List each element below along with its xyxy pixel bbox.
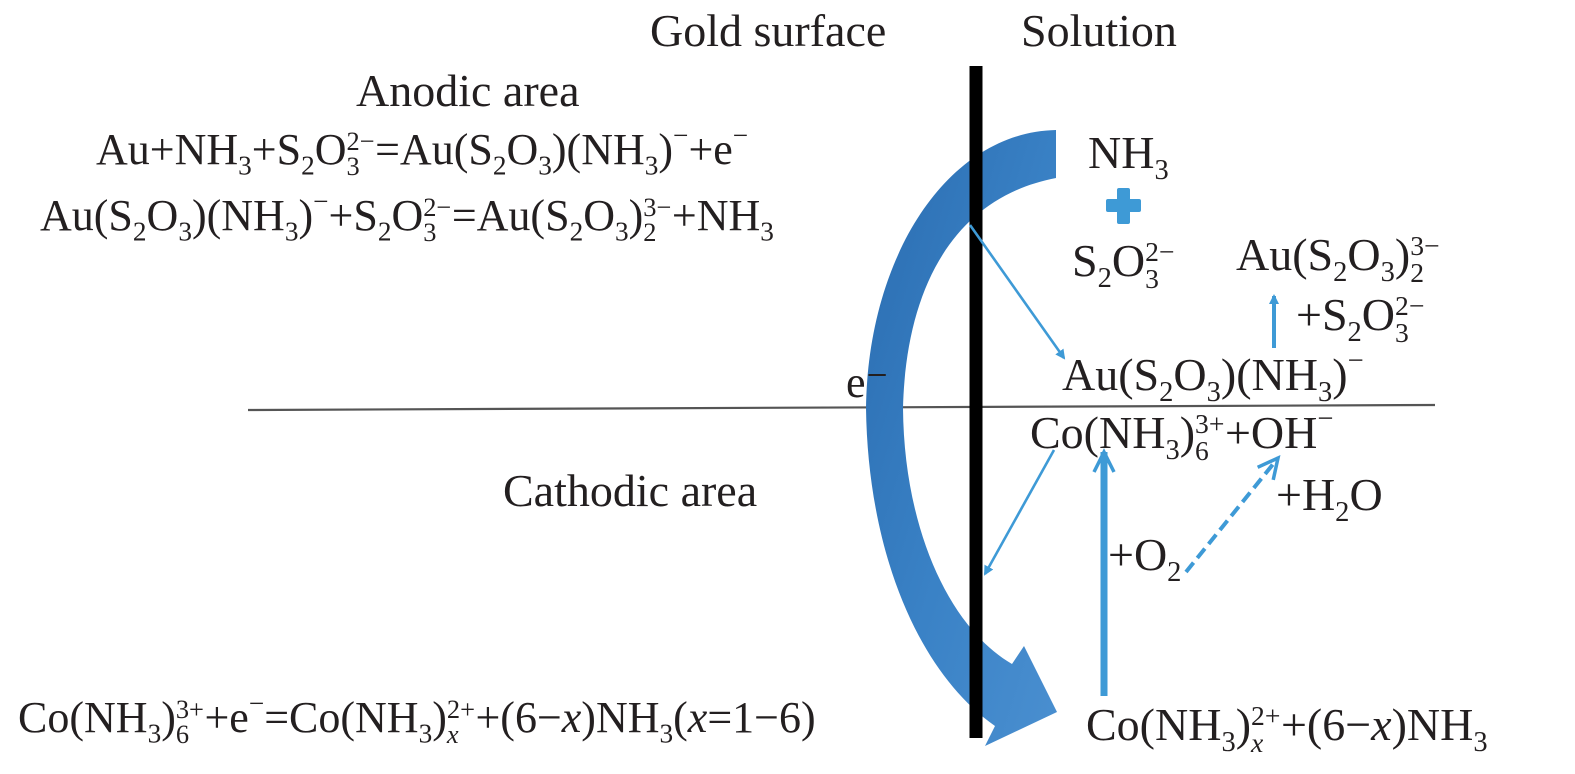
gold-surface-header: Gold surface <box>650 5 887 56</box>
arrow-oxygen-dashed <box>1184 454 1281 574</box>
area-divider-line <box>247 403 1436 412</box>
plus-icon <box>1106 188 1141 224</box>
anodic-area-label: Anodic area <box>356 65 580 116</box>
gold-intermediate: Au(S2O3)(NH3)− <box>1062 345 1364 408</box>
cathodic-area-label: Cathodic area <box>503 465 758 516</box>
arrow-to-gold-intermediate <box>968 224 1066 360</box>
electron-flow-arrow <box>866 130 1057 746</box>
solution-header: Solution <box>1021 5 1177 56</box>
plus-water: +H2O <box>1276 469 1383 528</box>
cobalt-hydroxide: Co(NH3)3+6+OH− <box>1030 403 1334 466</box>
cobalt-reduced: Co(NH3)2+x+(6−x)NH3 <box>1086 699 1488 758</box>
electron-label: e⁻ <box>846 358 889 407</box>
gold-complex-product: Au(S2O3)3−2 <box>1236 229 1440 288</box>
nh3-species: NH3 <box>1088 127 1169 186</box>
arrow-to-cathode <box>983 449 1056 576</box>
cathodic-reaction: Co(NH3)3+6+e−=Co(NH3)2+x+(6−x)NH3(x=1−6) <box>18 688 816 750</box>
plus-oxygen: +O2 <box>1108 529 1182 588</box>
